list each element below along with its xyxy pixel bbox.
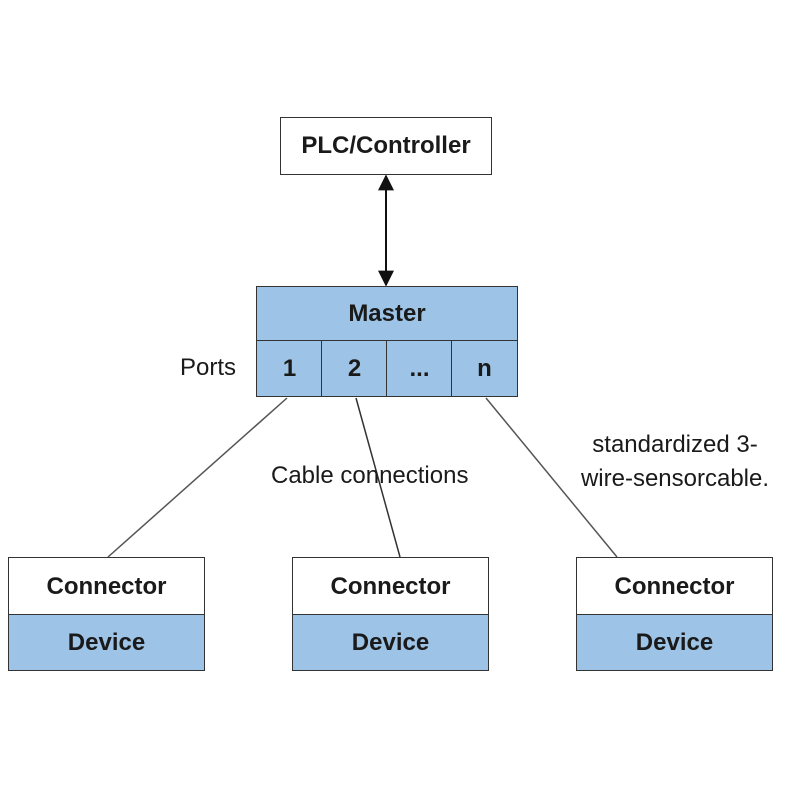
device-1-label: Device [67, 628, 146, 656]
device-1-body: Device [8, 614, 205, 671]
device-1-connector-label: Connector [46, 572, 167, 600]
cable-standard-line-1: standardized 3- [592, 431, 758, 458]
port-1-label: 1 [282, 354, 297, 382]
cable-port-1-device-1 [107, 397, 288, 558]
cable-port-2-device-2 [355, 397, 401, 558]
plc-controller-box: PLC/Controller [280, 117, 492, 175]
cable-standard-line-2: wire-sensorcable. [580, 465, 770, 492]
device-3-label: Device [635, 628, 714, 656]
device-2-connector-label: Connector [330, 572, 451, 600]
port-2: 2 [321, 340, 388, 397]
device-3-connector: Connector [576, 557, 773, 616]
port-ellipsis-label: ... [409, 354, 430, 382]
device-2-label: Device [351, 628, 430, 656]
port-ellipsis: ... [386, 340, 453, 397]
port-n: n [451, 340, 518, 397]
port-1: 1 [256, 340, 323, 397]
port-n-label: n [477, 354, 492, 382]
plc-controller-label: PLC/Controller [301, 132, 471, 159]
master-box: Master [256, 286, 518, 342]
device-3-connector-label: Connector [614, 572, 735, 600]
device-3-body: Device [576, 614, 773, 671]
ports-label: Ports [180, 354, 237, 381]
port-2-label: 2 [347, 354, 362, 382]
device-1-connector: Connector [8, 557, 205, 616]
device-2-body: Device [292, 614, 489, 671]
master-label: Master [348, 300, 426, 327]
device-2-connector: Connector [292, 557, 489, 616]
cable-standard-note: standardized 3- wire-sensorcable. [560, 428, 790, 496]
cable-port-n-device-3 [485, 397, 618, 558]
cable-connections-label: Cable connections [271, 462, 469, 489]
